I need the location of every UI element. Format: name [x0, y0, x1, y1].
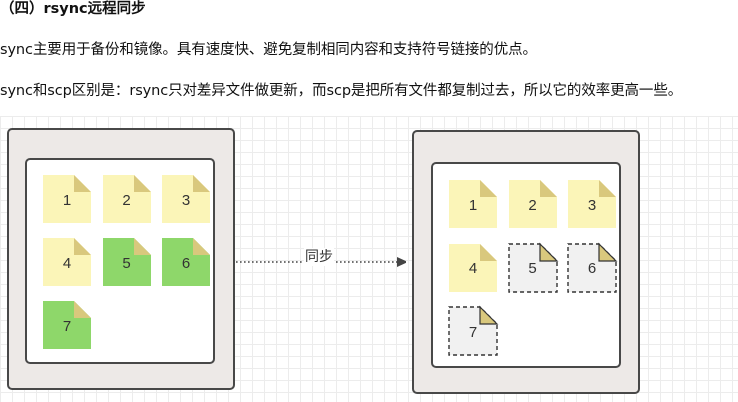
file-same-icon: 4 [449, 243, 497, 292]
file-number: 4 [62, 254, 72, 272]
file-number: 6 [181, 254, 191, 272]
rsync-description: sync主要用于备份和镜像。具有速度快、避免复制相同内容和支持符号链接的优点。 [0, 42, 537, 58]
file-changed-icon: 6 [162, 238, 210, 286]
file-missing-icon: 5 [507, 242, 558, 293]
file-number: 7 [62, 317, 72, 335]
file-number: 5 [528, 260, 537, 277]
file-same-icon: 1 [449, 180, 497, 228]
file-same-icon: 2 [102, 175, 151, 223]
section-heading: （四）rsync远程同步 [0, 1, 146, 17]
source-server: 1 2 3 4 5 6 7 [7, 128, 235, 390]
file-same-icon: 2 [508, 180, 557, 228]
file-changed-icon: 7 [43, 301, 91, 349]
file-number: 3 [587, 196, 597, 214]
file-changed-icon: 5 [102, 238, 151, 286]
rsync-diagram: 1 2 3 4 5 6 7 同步 1 2 3 4 5 6 7 [0, 116, 738, 402]
file-same-icon: 1 [43, 175, 91, 223]
target-folder: 1 2 3 4 5 6 7 [431, 162, 621, 368]
sync-label: 同步 [304, 248, 334, 266]
file-number: 4 [468, 260, 478, 277]
file-number: 6 [587, 260, 597, 277]
target-server: 1 2 3 4 5 6 7 [412, 130, 640, 394]
rsync-vs-scp-description: sync和scp区别是：rsync只对差异文件做更新，而scp是把所有文件都复制… [0, 83, 683, 99]
file-same-icon: 3 [568, 180, 616, 228]
file-missing-icon: 6 [567, 242, 618, 293]
file-same-icon: 3 [162, 175, 210, 223]
file-number: 7 [468, 323, 478, 341]
source-folder: 1 2 3 4 5 6 7 [25, 158, 215, 364]
file-number: 1 [468, 196, 478, 214]
file-number: 2 [122, 191, 131, 209]
file-number: 3 [181, 191, 191, 209]
file-same-icon: 4 [43, 238, 91, 286]
file-number: 1 [62, 191, 72, 209]
file-missing-icon: 7 [448, 305, 499, 356]
file-number: 5 [122, 254, 131, 272]
file-number: 2 [528, 196, 537, 214]
